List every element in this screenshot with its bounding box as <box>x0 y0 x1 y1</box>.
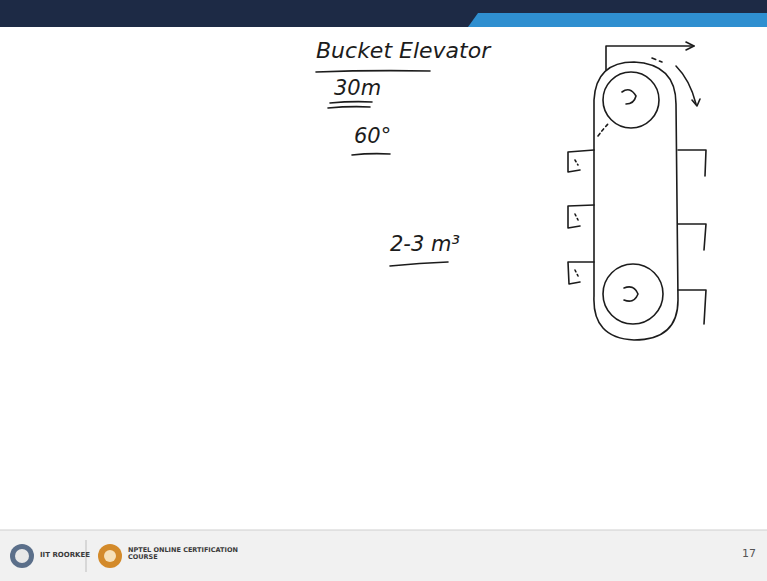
nptel-logo <box>98 544 122 568</box>
footer-bar <box>0 530 767 581</box>
top-bar <box>0 0 767 27</box>
iit-logo <box>10 544 34 568</box>
page-number: 17 <box>742 547 756 560</box>
slide-title: Bucket Elevator <box>316 38 490 63</box>
angle-value: 60° <box>354 124 391 148</box>
top-accent <box>468 13 767 27</box>
capacity-value: 2-3 m³ <box>390 232 460 256</box>
height-value: 30m <box>334 76 381 100</box>
institute-name: IIT ROORKEE <box>40 551 90 559</box>
course-name: NPTEL ONLINE CERTIFICATION COURSE <box>128 547 238 562</box>
bucket-elevator-sketch <box>568 42 706 340</box>
